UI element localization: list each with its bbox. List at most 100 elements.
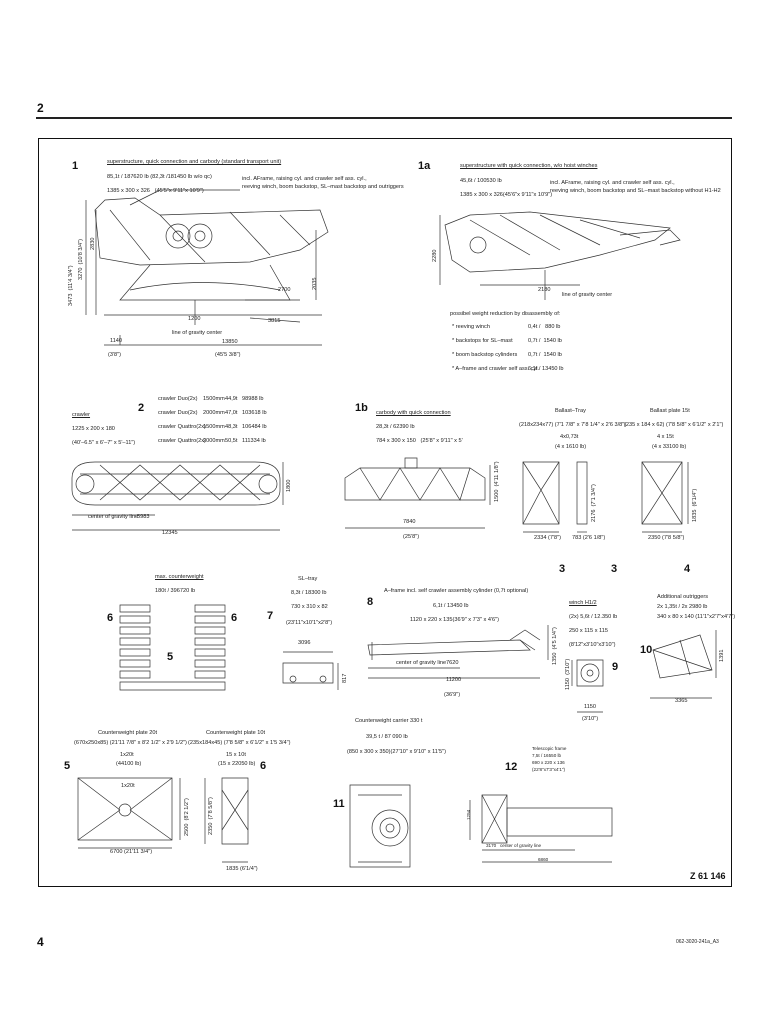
cw20-lb: (44100 lb) <box>116 761 142 767</box>
reduction-item: * A–frame and crawler self ass. cyl. <box>452 366 540 372</box>
page-label: 2 <box>37 101 44 115</box>
ballast-plate-dim-2350: 2350 (7'8 5/8") <box>648 535 685 541</box>
item-number-1a: 1a <box>418 160 431 172</box>
sl-tray-dim-817: 817 <box>342 673 348 683</box>
winch-side-dim: 1150 (3'10") <box>565 658 571 690</box>
tele-dim-3170: 3170 <box>486 843 497 848</box>
item-number-5: 5 <box>64 760 71 772</box>
s1-includes-1: incl. AFrame, raising cyl. and crawler s… <box>242 176 367 182</box>
crawler-variant-name: crawler Quattro(2x) <box>158 424 206 430</box>
ballast-tray-weight: 4x0,73t <box>560 434 579 440</box>
a-frame-dim-11200: 11200 <box>446 677 462 683</box>
s1a-cog-label: line of gravity center <box>562 292 613 298</box>
header-rule <box>36 117 732 119</box>
item-number-3: 3 <box>611 563 618 575</box>
s1-dim-1140: 1140 <box>110 338 123 344</box>
s1a-includes-1: incl. AFrame, raising cyl. and crawler s… <box>550 180 675 186</box>
s1-dim-height-1: 3473 (11'4 3/4") <box>68 265 74 306</box>
crawler-variant-mm: 1500mm <box>203 396 225 402</box>
cw20-dims: (670x250x85) (21'11 7/8" x 8'2 1/2" x 2'… <box>74 740 187 746</box>
tele-dim-1254: 1254 <box>466 809 471 820</box>
crawler-variant-name: crawler Duo(2x) <box>158 396 198 402</box>
winch-weight: (2x) 5,6t / 12.350 lb <box>569 614 618 620</box>
cw10-lb: (15 x 22050 lb) <box>218 761 256 767</box>
item-number-11: 11 <box>333 798 345 810</box>
crawler-variant-lb: 111334 lb <box>242 438 266 444</box>
item-number-6: 6 <box>231 612 238 624</box>
cw20-weight: 1x20t <box>120 752 134 758</box>
outriggers-title: Additional outriggers <box>657 594 708 600</box>
ballast-plate-dim-1835: 1835 (6'1/4") <box>692 488 698 522</box>
drawing-frame <box>38 138 732 887</box>
ballast-plate-lb: (4 x 33100 lb) <box>652 444 687 450</box>
cw-carrier-title: Counterweight carrier 330 t <box>355 718 423 724</box>
reduction-value: 0,7t / 1540 lb <box>528 338 562 344</box>
winch-imperial: (8'12"x3'10"x3'10") <box>569 642 616 648</box>
tele-title: Telescopic frame <box>532 746 567 751</box>
weight-reduction-title: possibel weight reduction by disassembly… <box>450 311 561 317</box>
reduction-value: 6,1t / 13450 lb <box>528 366 564 372</box>
s1-dim-2700: 2700 <box>278 287 291 293</box>
carbody-dimensions: 784 x 300 x 150 (25'8" x 9'11" x 5' <box>376 438 463 444</box>
item-number-6: 6 <box>107 612 114 624</box>
sl-tray-weight: 8,3t / 18300 lb <box>291 590 327 596</box>
cw20-title: Counterweight plate 20t <box>98 730 158 736</box>
crawler-title: crawler <box>72 412 91 418</box>
carbody-title: carbody with quick connection <box>376 410 451 416</box>
s1a-dim-2280: 2280 <box>432 249 438 262</box>
s1a-dim-2180: 2180 <box>538 287 551 293</box>
ballast-tray-dim-2176: 2176 (7'1 3/4") <box>591 484 597 522</box>
a-frame-title: A–frame incl. self crawler assembly cyli… <box>384 588 529 594</box>
sl-tray-imperial: (23'11"x10'1"x2'8") <box>286 620 333 626</box>
reduction-item: * boom backstop cylinders <box>452 352 518 358</box>
outriggers-dims: 340 x 80 x 140 (11'1"x2'7"x4'7") <box>657 614 736 620</box>
a-frame-dim-1350: 1350 (4'5 1/4") <box>552 627 558 665</box>
s1-imp-38: (3'8") <box>108 352 122 358</box>
carbody-dim-1500: 1500 (4'11 1/8") <box>494 461 500 502</box>
cw10-title: Counterweight plate 10t <box>206 730 266 736</box>
s1a-title: superstructure with quick connection, w/… <box>460 163 598 169</box>
s1a-includes-2: reeving winch, boom backstop and SL–mast… <box>550 188 721 194</box>
carbody-weight: 28,3t / 62390 lb <box>376 424 415 430</box>
ballast-tray-dim-2334: 2334 (7'8") <box>534 535 561 541</box>
reduction-value: 0,4t / 880 lb <box>528 324 561 330</box>
cw20-dim-6700: 6700 (21'11 3/4") <box>110 849 153 855</box>
ballast-plate-dims: (235 x 184 x 62) (7'8 5/8" x 6'1/2" x 2'… <box>624 422 724 428</box>
item-number-8: 8 <box>367 596 374 608</box>
cw10-dims: (235x184x45) (7'8 5/8" x 6'1/2" x 1'5 3/… <box>188 740 291 746</box>
ballast-tray-dim-783: 783 (2'6 1/8") <box>572 535 606 541</box>
cw20-dim-2500: 2500 (8'2 1/2") <box>184 798 190 836</box>
counterweight-weight: 180t / 396720 lb <box>155 588 196 594</box>
item-number-5: 5 <box>167 651 174 663</box>
drawing-id: Z 61 146 <box>690 871 726 881</box>
a-frame-dim-7620: 7620 <box>446 660 459 666</box>
outriggers-dim-1391: 1391 <box>719 649 725 662</box>
crawler-variant-name: crawler Duo(2x) <box>158 410 198 416</box>
s1-weight: 85,1t / 187620 lb (82,3t /181450 lb w/o … <box>107 174 212 180</box>
winch-imperial-2: (3'10") <box>582 716 599 722</box>
s1-title: superstructure, quick connection and car… <box>107 159 282 165</box>
item-number-1: 1 <box>72 160 79 172</box>
crawler-dimensions: 1225 x 200 x 180 <box>72 426 115 432</box>
reduction-item: * backstops for SL–mast <box>452 338 513 344</box>
counterweight-title: max. counterweight <box>155 574 204 580</box>
s1-dim-2035: 2035 <box>312 277 318 290</box>
item-number-4: 4 <box>684 563 691 575</box>
crawler-dim-5983: 5983 <box>137 514 150 520</box>
crawler-imperial: (40'–6.5" x 6'–7" x 5'–11") <box>72 440 136 446</box>
ballast-tray-title: Ballast–Tray <box>555 408 586 414</box>
item-number-1b: 1b <box>355 402 368 414</box>
s1-includes-2: reeving winch, boom backstop, SL–mast ba… <box>242 184 404 190</box>
ballast-plate-title: Ballast plate 15t <box>650 408 690 414</box>
outriggers-weight: 2x 1,35t / 2x 2980 lb <box>657 604 708 610</box>
crawler-variant-t: 44,9t <box>225 396 238 402</box>
item-number-2: 2 <box>138 402 145 414</box>
ballast-tray-lb: (4 x 1610 lb) <box>555 444 587 450</box>
crawler-cog-label: center of gravity line <box>88 514 139 520</box>
ballast-tray-dims: (218x234x77) (7'1 7/8" x 7'8 1/4" x 2'6 … <box>519 422 627 428</box>
tele-cog-label: center of gravity line <box>500 843 542 848</box>
crawler-variant-lb: 98988 lb <box>242 396 264 402</box>
s1a-dimensions: 1385 x 300 x 326(45'6"x 9'11"x 10'9") <box>460 192 553 198</box>
cw-carrier-dims: (850 x 300 x 350)(27'10" x 9'10" x 11'5"… <box>347 749 446 755</box>
crawler-variant-mm: 2000mm <box>203 410 225 416</box>
